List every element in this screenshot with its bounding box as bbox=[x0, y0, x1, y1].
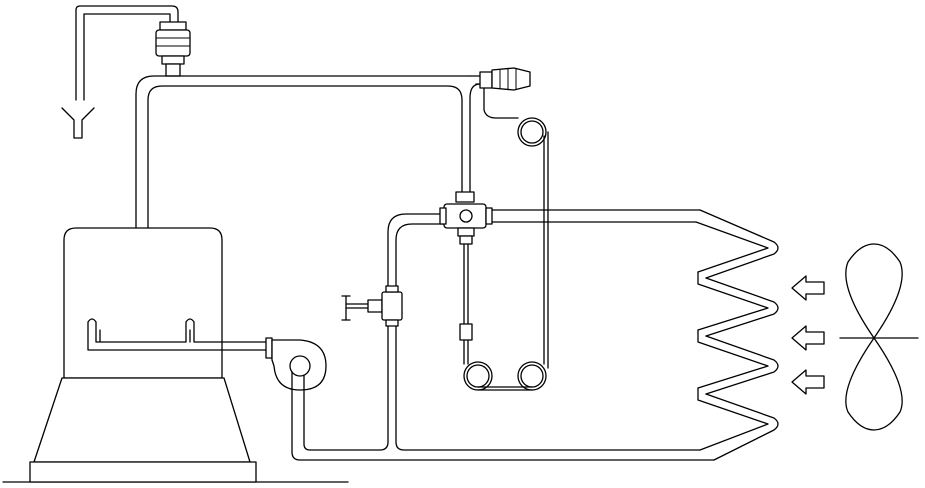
capillary-riser bbox=[543, 131, 549, 369]
airflow-arrow-icon bbox=[791, 325, 825, 351]
bulb-line bbox=[463, 243, 469, 325]
suction-line bbox=[291, 319, 715, 461]
small-pressure-switch bbox=[479, 67, 531, 91]
airflow-arrow-icon bbox=[791, 369, 825, 395]
capillary-loop-bottom-left bbox=[463, 361, 493, 391]
bulb-fitting bbox=[459, 323, 473, 341]
drain-pipe bbox=[75, 5, 179, 101]
airflow-arrow-icon bbox=[791, 275, 825, 301]
pump bbox=[265, 337, 327, 391]
liquid-line bbox=[387, 213, 445, 291]
pressure-switch bbox=[155, 21, 191, 77]
capillary-loop-top bbox=[517, 117, 547, 147]
service-valve bbox=[341, 285, 403, 327]
fan-icon bbox=[839, 243, 919, 431]
drain-funnel-icon bbox=[61, 107, 95, 139]
expansion-valve bbox=[439, 191, 493, 245]
capillary-tube bbox=[483, 87, 519, 119]
internal-u-tube bbox=[87, 318, 267, 351]
airflow-arrows bbox=[791, 275, 825, 395]
condenser-coil bbox=[695, 209, 779, 461]
discharge-line bbox=[135, 75, 481, 231]
capillary-loop-bottom-right bbox=[517, 361, 547, 391]
valve-outlet-line bbox=[491, 209, 701, 223]
receiver-tank bbox=[29, 227, 257, 483]
